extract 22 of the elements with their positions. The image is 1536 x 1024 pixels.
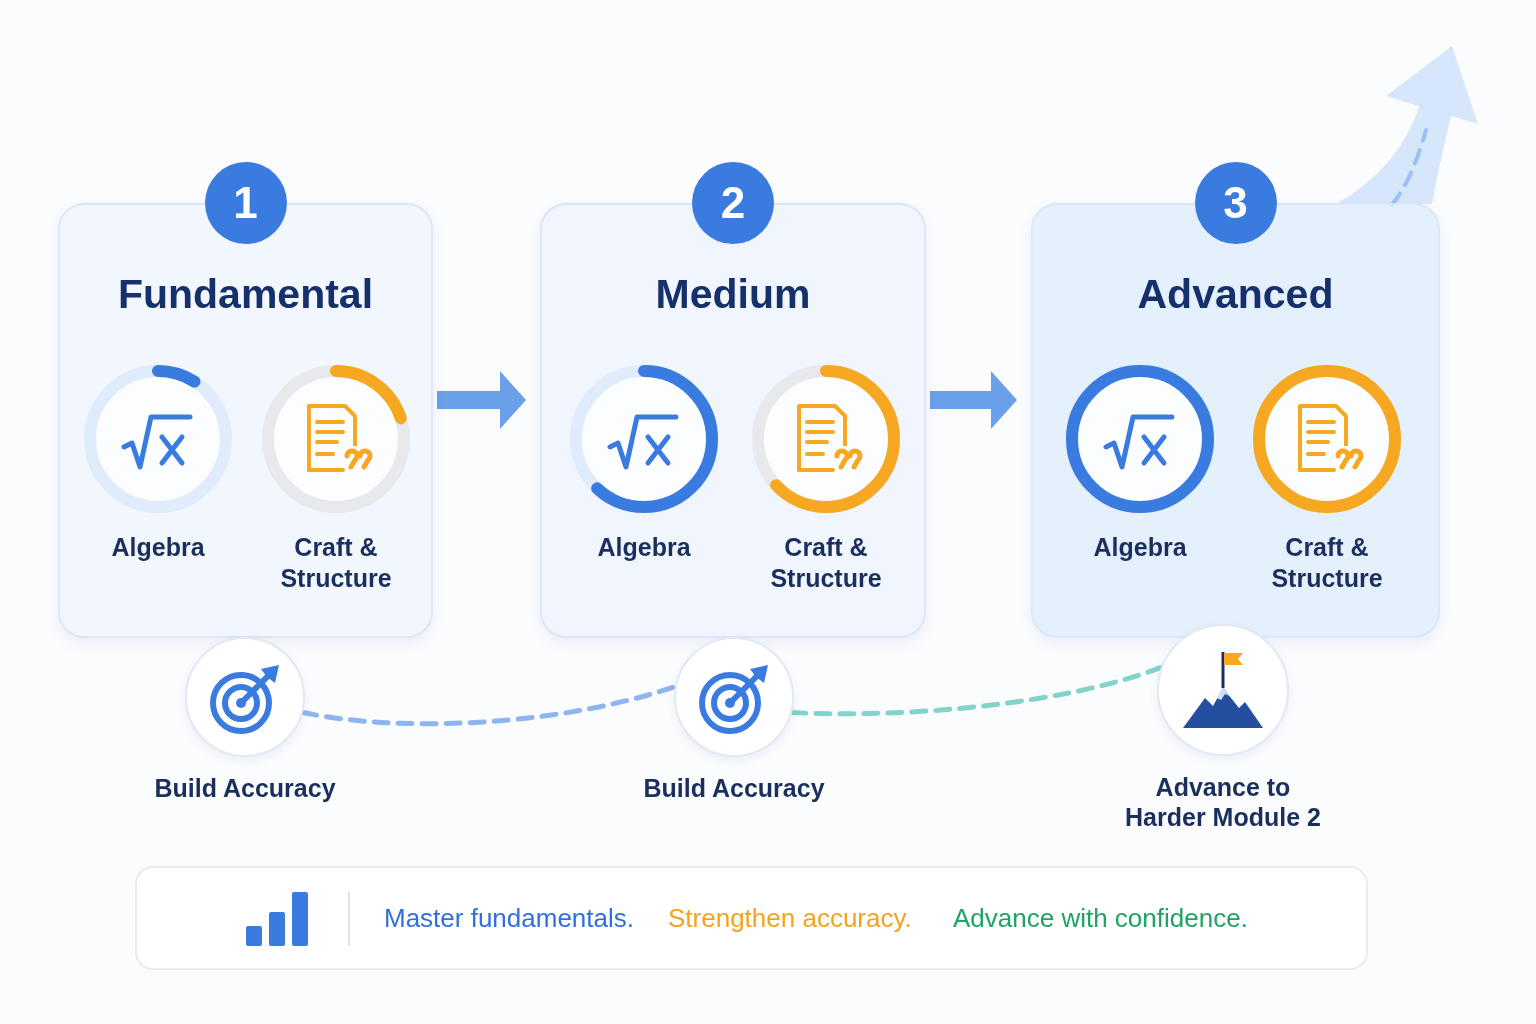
skill-label: Craft & Structure — [279, 532, 393, 594]
step-number: 1 — [204, 162, 287, 244]
stage-title: Fundamental — [117, 270, 374, 319]
skill-label: Craft & Structure — [1270, 532, 1384, 594]
arrow — [930, 371, 1017, 429]
skill-label: Algebra — [597, 532, 691, 563]
stage-title: Medium — [655, 270, 811, 319]
growth-arrow — [1336, 46, 1478, 204]
step-number: 3 — [1194, 162, 1277, 244]
tagline-text: Master fundamentals. — [384, 902, 634, 934]
milestone-label: Build Accuracy — [154, 773, 336, 803]
milestone-label: Advance to Harder Module 2 — [1124, 772, 1322, 832]
skill-label: Algebra — [1093, 532, 1187, 563]
tagline-text: Strengthen accuracy. — [668, 902, 912, 934]
stage-title: Advanced — [1137, 270, 1334, 319]
arrow — [437, 371, 526, 429]
summary-bar — [135, 866, 1368, 970]
skill-label: Craft & Structure — [769, 532, 883, 594]
milestone-label: Build Accuracy — [643, 773, 825, 803]
skill-label: Algebra — [111, 532, 205, 563]
step-number: 2 — [692, 162, 774, 244]
tagline-text: Advance with confidence. — [953, 902, 1248, 934]
